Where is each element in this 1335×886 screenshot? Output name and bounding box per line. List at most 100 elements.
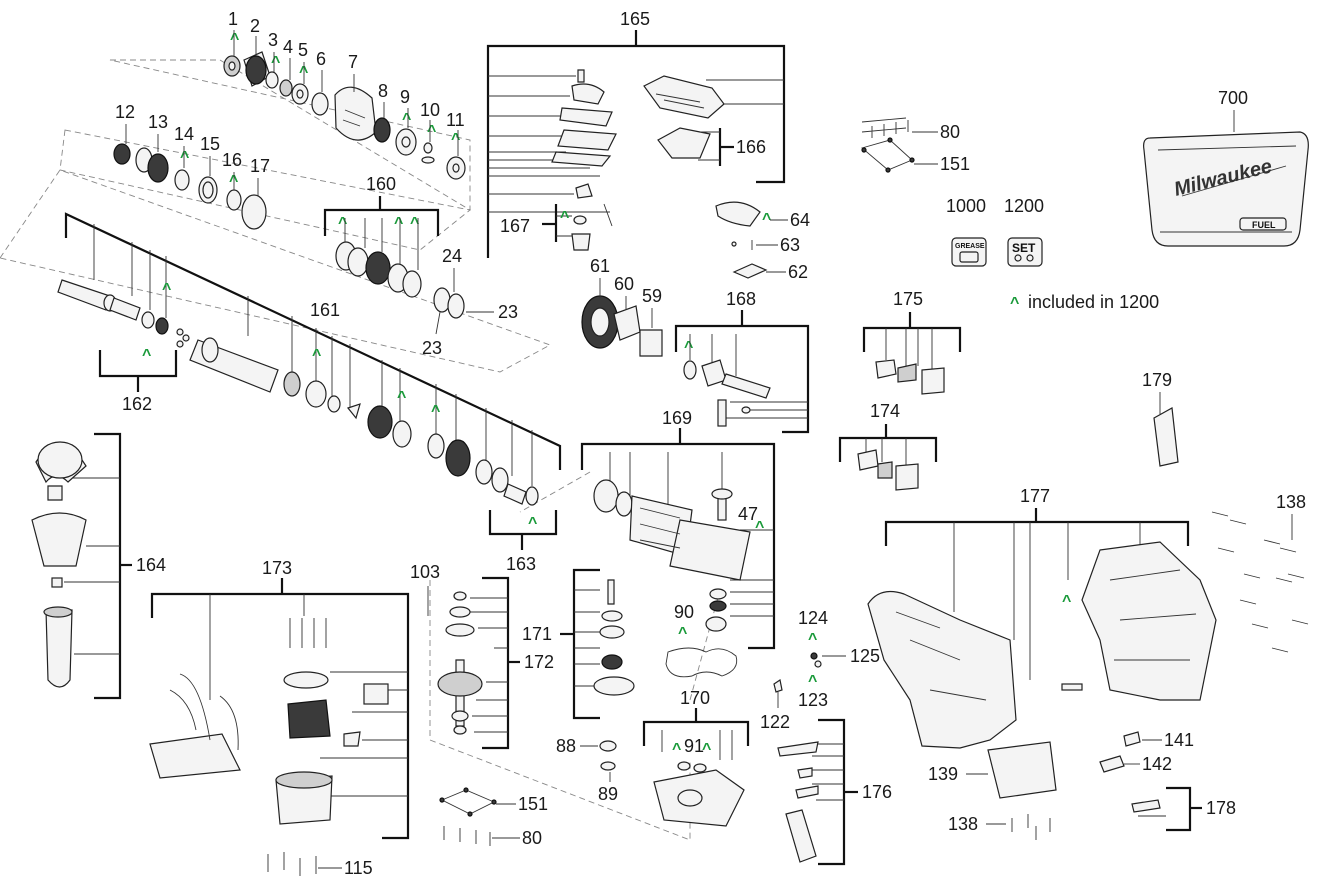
- label-173: 173: [262, 558, 292, 578]
- legend-caret: ^: [1010, 295, 1019, 312]
- label-172: 172: [524, 652, 554, 672]
- group-176: 176: [777, 718, 892, 866]
- label-1000: 1000: [946, 196, 986, 216]
- label-161: 161: [310, 300, 340, 320]
- label-178: 178: [1206, 798, 1236, 818]
- svg-text:^: ^: [762, 211, 771, 228]
- label-125: 125: [850, 646, 880, 666]
- clutch-parts-labels: 12 13 14 15 16 17 ^ ^: [115, 102, 270, 196]
- label-11: 11: [446, 110, 465, 130]
- svg-text:^: ^: [427, 123, 436, 140]
- label-169: 169: [662, 408, 692, 428]
- label-89: 89: [598, 784, 618, 804]
- assembly-outlines: [0, 59, 721, 841]
- svg-text:^: ^: [312, 347, 321, 364]
- group-174: 174: [838, 401, 938, 491]
- label-9: 9: [400, 87, 410, 107]
- group-175: 175: [862, 289, 962, 395]
- group-170: 170 91 ^ ^: [642, 688, 750, 827]
- label-142: 142: [1142, 754, 1172, 774]
- label-174: 174: [870, 401, 900, 421]
- svg-text:FUEL: FUEL: [1252, 220, 1276, 230]
- svg-text:^: ^: [755, 519, 764, 536]
- svg-text:^: ^: [338, 215, 347, 232]
- group-167: 167 ^: [500, 204, 591, 251]
- svg-text:^: ^: [162, 281, 171, 298]
- label-3: 3: [268, 30, 278, 50]
- label-91: 91: [684, 736, 704, 756]
- label-60: 60: [614, 274, 634, 294]
- label-10: 10: [420, 100, 440, 120]
- label-122: 122: [760, 712, 790, 732]
- label-177: 177: [1020, 486, 1050, 506]
- group-160: 160 ^ ^ ^: [323, 174, 440, 298]
- label-47: 47: [738, 504, 758, 524]
- label-163: 163: [506, 554, 536, 574]
- label-168: 168: [726, 289, 756, 309]
- label-64: 64: [790, 210, 810, 230]
- label-124: 124: [798, 608, 828, 628]
- label-138-top: 138: [1276, 492, 1306, 512]
- svg-text:^: ^: [410, 215, 419, 232]
- clutch-parts-row: [113, 143, 267, 230]
- svg-text:^: ^: [394, 215, 403, 232]
- group-164: 164: [31, 432, 166, 700]
- label-175: 175: [893, 289, 923, 309]
- label-24: 24: [442, 246, 462, 266]
- label-164: 164: [136, 555, 166, 575]
- svg-text:^: ^: [397, 389, 406, 406]
- label-115: 115: [344, 858, 373, 878]
- label-88: 88: [556, 736, 576, 756]
- kits-1000-1200: 1000 1200 GREASE SET: [946, 196, 1044, 267]
- label-123: 123: [798, 690, 828, 710]
- label-14: 14: [174, 124, 194, 144]
- label-6: 6: [316, 49, 326, 69]
- svg-text:^: ^: [808, 673, 817, 690]
- svg-text:^: ^: [230, 31, 239, 48]
- parts-23-24: 24 23 23: [422, 246, 518, 358]
- svg-text:^: ^: [180, 149, 189, 166]
- group-166: 166: [698, 128, 766, 166]
- label-179: 179: [1142, 370, 1172, 390]
- label-167: 167: [500, 216, 530, 236]
- svg-text:^: ^: [431, 403, 440, 420]
- legend-text: included in 1200: [1028, 292, 1159, 312]
- label-165: 165: [620, 9, 650, 29]
- label-23-a: 23: [498, 302, 518, 322]
- label-61: 61: [590, 256, 610, 276]
- label-1: 1: [228, 9, 238, 29]
- chuck-parts-labels: 1 2 3 4 5 6 7 8 9 10 11 ^ ^ ^ ^ ^ ^: [228, 9, 465, 156]
- part-179: 179: [1142, 370, 1179, 467]
- label-160: 160: [366, 174, 396, 194]
- svg-text:^: ^: [142, 347, 151, 364]
- parts-122-125: 124 ^ 125 ^ 123 122: [760, 608, 880, 732]
- group-172: 172 103: [410, 562, 554, 750]
- label-16: 16: [222, 150, 242, 170]
- label-12: 12: [115, 102, 135, 122]
- svg-text:^: ^: [672, 741, 681, 758]
- svg-text:^: ^: [684, 339, 693, 356]
- label-138-bottom: 138: [948, 814, 978, 834]
- label-4: 4: [283, 37, 293, 57]
- label-171: 171: [522, 624, 552, 644]
- svg-text:GREASE: GREASE: [955, 243, 985, 250]
- group-168: 168 ^: [674, 289, 810, 434]
- label-139: 139: [928, 764, 958, 784]
- svg-text:^: ^: [808, 631, 817, 648]
- label-700: 700: [1218, 88, 1248, 108]
- label-63: 63: [780, 235, 800, 255]
- svg-text:^: ^: [560, 209, 569, 226]
- svg-text:SET: SET: [1012, 241, 1036, 255]
- svg-text:^: ^: [678, 625, 687, 642]
- svg-text:^: ^: [528, 515, 537, 532]
- part-90: 90 ^: [665, 602, 738, 678]
- parts-62-64: ^ 64 63 62: [715, 201, 810, 282]
- label-15: 15: [200, 134, 220, 154]
- fasteners-80-151-top: 80 151: [861, 117, 970, 174]
- group-161: 161 ^ ^ ^ ^: [57, 212, 562, 506]
- parts-139-178: 139 141 142 178: [928, 730, 1236, 832]
- label-166: 166: [736, 137, 766, 157]
- group-163: 163 ^: [488, 510, 558, 574]
- label-176: 176: [862, 782, 892, 802]
